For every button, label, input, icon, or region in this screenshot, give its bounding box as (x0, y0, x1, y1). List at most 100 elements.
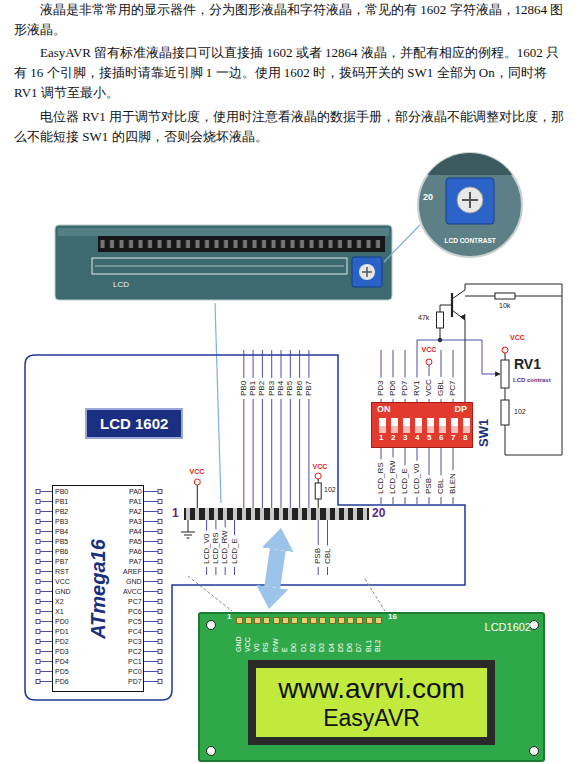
pin-name: GND (126, 578, 142, 585)
pin-terminal (158, 550, 162, 554)
signal-wire (381, 497, 382, 504)
switch-slot (451, 418, 458, 433)
signal-wire (393, 448, 394, 457)
pin-name: PA2 (129, 508, 142, 515)
pin-name: RST (55, 568, 69, 575)
signal-wire (453, 497, 454, 504)
signal-name: LCD_V0 (203, 534, 211, 564)
wire (197, 485, 198, 508)
lcd-screen: www.avrvi.comEasyAVR (248, 660, 495, 745)
signal-wire (453, 448, 454, 470)
silkscreen-line (95, 266, 344, 267)
silkscreen-label: 20 (423, 193, 433, 202)
pin-name: PD5 (55, 668, 69, 675)
trimpot (446, 178, 494, 224)
pin-name: PB4 (55, 528, 68, 535)
pin-terminal (158, 500, 162, 504)
ground-symbol (181, 520, 195, 538)
pin-terminal (36, 620, 40, 624)
pin-terminal (36, 680, 40, 684)
power-terminal (502, 347, 508, 353)
pin-name: PB6 (55, 548, 68, 555)
pin-pad (319, 617, 326, 624)
pin-terminal (158, 670, 162, 674)
signal-name: PB2 (258, 381, 266, 396)
signal-name: RV1 (413, 381, 421, 396)
signal-wire (299, 350, 300, 378)
pin-terminal (36, 610, 40, 614)
signal-wire (215, 567, 216, 575)
signal-wire (243, 350, 244, 378)
wire (440, 305, 452, 312)
signal-wire (441, 497, 442, 504)
signal-wire (441, 350, 442, 377)
signal-wire (262, 350, 263, 378)
pin-name: PA3 (129, 518, 142, 525)
pin-terminal (36, 510, 40, 514)
pin-name: PB2 (55, 508, 68, 515)
pin-terminal (36, 550, 40, 554)
mounting-hole (206, 746, 216, 756)
part-name: SW1 (477, 419, 490, 447)
pin-name: RS (262, 642, 269, 652)
pin-terminal (158, 600, 162, 604)
signal-name: PSB (425, 478, 433, 494)
trimpot-knob (359, 264, 375, 280)
resistor-symbol (501, 400, 509, 425)
power-terminal (315, 473, 321, 479)
socket-photo (55, 225, 392, 300)
paragraph: 电位器 RV1 用于调节对比度，使用时注意看液晶的数据手册，部分液晶不能调整对比… (14, 107, 570, 147)
pin-terminal (158, 560, 162, 564)
power-label: VCC (422, 346, 437, 353)
pin-terminal (36, 500, 40, 504)
pin-terminal (158, 530, 162, 534)
pin-name: PD4 (55, 658, 69, 665)
pin-pad (301, 617, 308, 624)
wire (452, 284, 562, 455)
trimpot (352, 257, 382, 287)
signal-wire (405, 497, 406, 504)
pin-name: PB5 (55, 538, 68, 545)
signal-wire (253, 350, 254, 378)
signal-wire (318, 520, 319, 545)
pin-terminal (158, 520, 162, 524)
signal-name: PB7 (305, 381, 313, 396)
signal-name: LCD_E (231, 538, 239, 564)
pin-terminal (36, 600, 40, 604)
pin-terminal (36, 490, 40, 494)
screen-text: EasyAVR (323, 707, 420, 730)
signal-name: PSB (314, 548, 322, 564)
drawing-part (418, 153, 522, 224)
pin-terminal (158, 580, 162, 584)
signal-name: PD3 (377, 380, 385, 396)
signal-wire (206, 567, 207, 575)
pin-pad (375, 617, 382, 624)
pin-number: 20 (372, 507, 385, 519)
trimpot-slot (362, 267, 372, 277)
signal-wire (234, 567, 235, 575)
header-strip (184, 508, 369, 520)
pin-name: D6 (346, 643, 353, 652)
pin-name: V0 (253, 643, 260, 652)
pin-name: PC0 (128, 668, 142, 675)
pin-number: 1 (227, 613, 231, 621)
pin-terminal (158, 680, 162, 684)
pin-name: PD3 (55, 648, 69, 655)
lcd-header: 120 (172, 505, 390, 525)
pin-name: PD1 (55, 628, 69, 635)
alignment-line (188, 576, 385, 611)
pin-pad (347, 617, 354, 624)
pin-name: PA6 (129, 548, 142, 555)
switch-mark: DP (454, 405, 467, 414)
pin-name: D0 (290, 643, 297, 652)
signal-wire (225, 567, 226, 575)
signal-name: PB3 (268, 381, 276, 396)
signal-wire (441, 448, 442, 475)
signal-wire (234, 520, 235, 535)
signal-wire (429, 497, 430, 504)
pin-name: PD2 (55, 638, 69, 645)
signal-wire (417, 497, 418, 504)
pin-name: PC5 (128, 618, 142, 625)
pin-name: E (281, 647, 288, 652)
